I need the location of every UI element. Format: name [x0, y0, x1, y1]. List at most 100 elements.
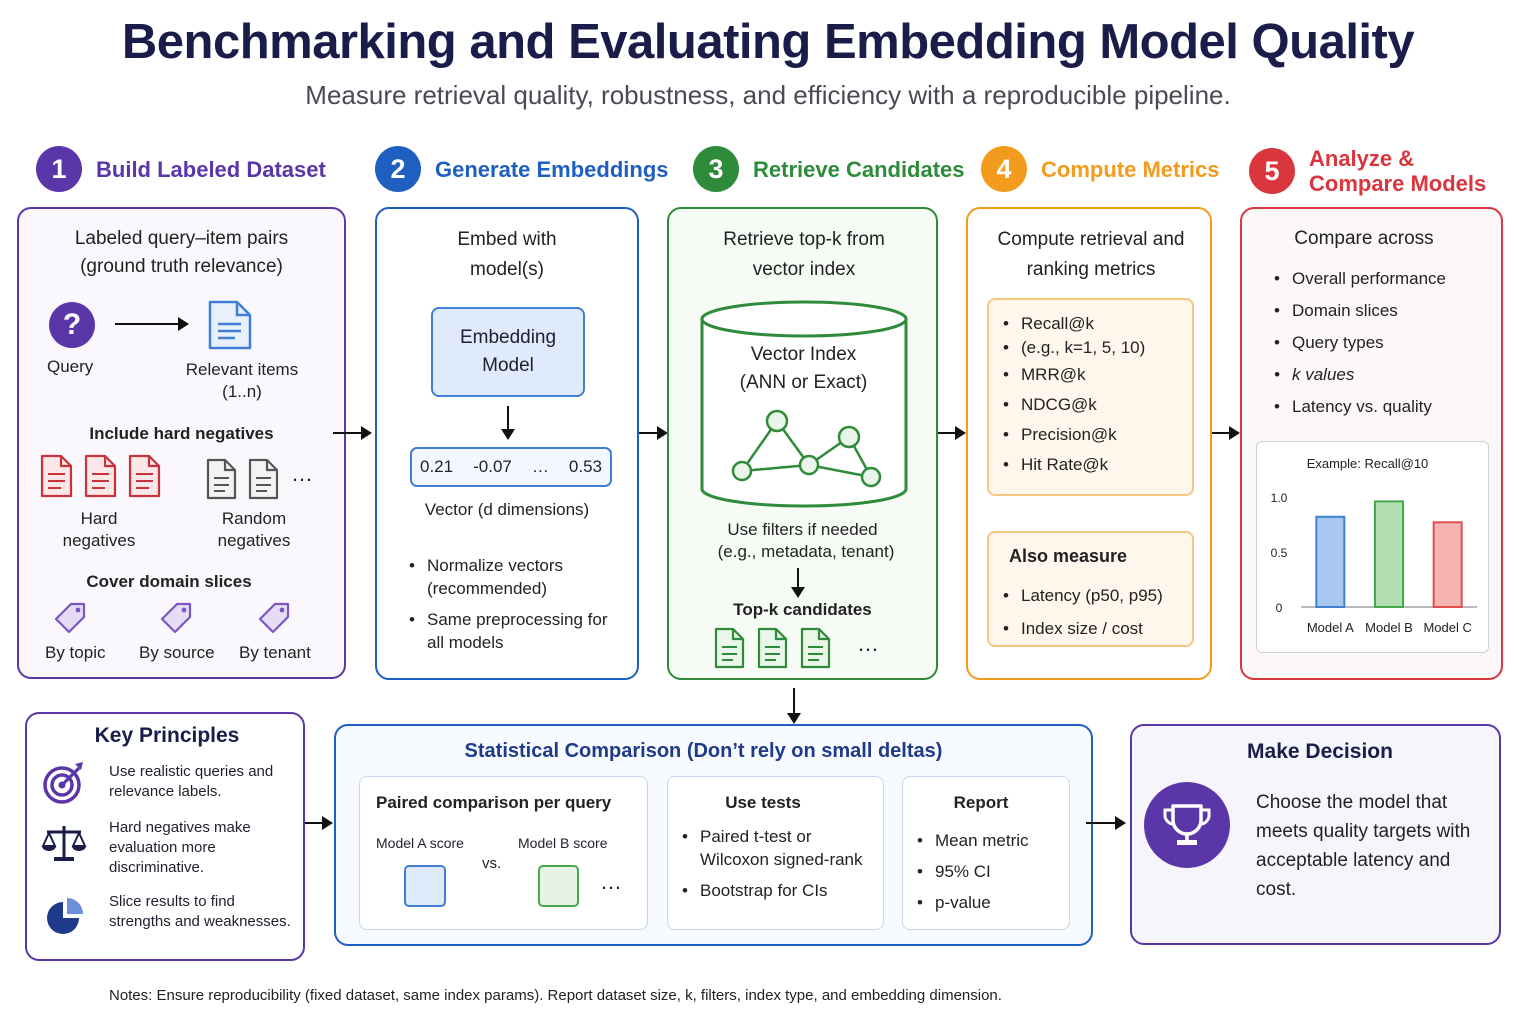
metric-item: MRR@k	[1001, 360, 1186, 390]
trophy-badge	[1144, 782, 1230, 868]
metrics-list-box: Recall@k (e.g., k=1, 5, 10) MRR@k NDCG@k…	[987, 298, 1194, 496]
analyze-card: Compare across Overall performance Domai…	[1240, 207, 1503, 680]
chart-title: Example: Recall@10	[1307, 456, 1429, 471]
make-decision-card: Make Decision Choose the model that meet…	[1130, 724, 1501, 945]
filters-example: (e.g., metadata, tenant)	[717, 542, 895, 561]
random-negative-docs-icon	[206, 458, 279, 500]
tests-heading: Use tests	[725, 793, 801, 812]
relevant-items-label: Relevant items	[185, 360, 299, 379]
vector-index-label: Vector Index (ANN or Exact)	[739, 344, 868, 393]
analyze-item: k values	[1272, 359, 1492, 391]
analyze-item: Latency vs. quality	[1272, 391, 1492, 423]
slice-by-tenant: By tenant	[239, 643, 311, 662]
retrieve-heading: Retrieve top-k from vector index	[723, 229, 885, 280]
decision-heading: Make Decision	[1247, 740, 1393, 763]
embeddings-bullet: Normalize vectors (recommended)	[407, 554, 622, 600]
dataset-subheading: (ground truth relevance)	[80, 256, 283, 277]
dataset-card: Labeled query–item pairs (ground truth r…	[17, 207, 346, 679]
paired-comparison-box: Paired comparison per query Model A scor…	[359, 776, 648, 930]
query-arrow	[115, 317, 189, 331]
trophy-icon	[1163, 804, 1211, 845]
embeddings-heading: Embed with model(s)	[457, 229, 557, 280]
page-subtitle: Measure retrieval quality, robustness, a…	[305, 80, 1231, 110]
decision-text: Choose the model that meets quality targ…	[1256, 792, 1471, 900]
analyze-item: Overall performance	[1272, 263, 1492, 295]
embeddings-bullets: Normalize vectors (recommended) Same pre…	[407, 554, 622, 654]
flow-arrow-4-5	[1201, 426, 1240, 440]
report-box: Report Mean metric 95% CI p-value	[902, 776, 1070, 930]
also-measure-item: Index size / cost	[1001, 612, 1191, 645]
metric-item: NDCG@k	[1001, 390, 1186, 420]
bar	[1374, 500, 1404, 608]
hard-negatives-heading: Include hard negatives	[89, 424, 274, 443]
relevant-items-count: (1..n)	[222, 382, 262, 401]
vector-caption: Vector (d dimensions)	[424, 500, 590, 519]
relevant-document-icon	[208, 300, 252, 350]
x-tick-label: Model A	[1307, 620, 1354, 635]
metric-item: Precision@k	[1001, 420, 1186, 450]
vs-label: vs.	[482, 855, 502, 872]
analyze-list: Overall performance Domain slices Query …	[1272, 263, 1492, 423]
step-1-header: 1 Build Labeled Dataset	[36, 146, 326, 192]
embedding-model-box: Embedding Model	[431, 307, 585, 397]
model-to-vector-arrow	[501, 406, 515, 440]
analyze-item: Domain slices	[1272, 295, 1492, 327]
use-tests-box: Use tests Paired t-test or Wilcoxon sign…	[667, 776, 884, 930]
candidates-label: Top-k candidates	[733, 600, 872, 619]
retrieve-to-stats-arrow	[787, 688, 801, 724]
paired-heading: Paired comparison per query	[376, 793, 612, 812]
metric-item: Hit Rate@k	[1001, 450, 1186, 480]
step-4-header: 4 Compute Metrics	[981, 146, 1219, 192]
step-5-title: Analyze & Compare Models	[1309, 146, 1487, 196]
candidate-docs-icon	[714, 627, 831, 669]
metrics-heading: Compute retrieval and ranking metrics	[997, 229, 1185, 280]
bar	[1432, 521, 1463, 608]
metric-item: Recall@k	[1001, 312, 1186, 336]
principle-text: Hard negatives make evaluation more disc…	[109, 819, 251, 876]
slice-by-topic: By topic	[45, 643, 106, 662]
test-item: Paired t-test or Wilcoxon signed-rank	[680, 825, 878, 871]
flow-arrow-3-4	[928, 426, 966, 440]
analyze-heading: Compare across	[1294, 228, 1434, 249]
step-5-number: 5	[1249, 148, 1295, 194]
step-3-number: 3	[693, 146, 739, 192]
report-item: Mean metric	[915, 825, 1065, 856]
question-icon: ?	[49, 302, 95, 348]
vector-value: 0.53	[568, 457, 602, 476]
tag-icon	[258, 602, 290, 634]
report-item: p-value	[915, 887, 1065, 918]
also-measure-item: Latency (p50, p95)	[1001, 579, 1191, 612]
query-label: Query	[47, 357, 94, 376]
recall-example: (e.g., k=1, 5, 10)	[1001, 336, 1186, 360]
vector-box: 0.21 -0.07 … 0.53	[410, 447, 612, 487]
tests-list: Paired t-test or Wilcoxon signed-rank Bo…	[680, 825, 878, 902]
model-b-score-label: Model B score	[518, 835, 608, 851]
x-tick-label: Model B	[1365, 620, 1413, 635]
step-3-header: 3 Retrieve Candidates	[693, 146, 965, 192]
tag-icon	[160, 602, 192, 634]
step-2-title: Generate Embeddings	[435, 156, 669, 182]
also-measure-box: Also measure Latency (p50, p95) Index si…	[987, 531, 1194, 647]
stats-to-decision-arrow	[1086, 816, 1126, 830]
y-tick-label: 0	[1276, 601, 1283, 615]
vector-value: 0.21	[420, 457, 454, 476]
principles-to-stats-arrow	[305, 816, 333, 830]
metrics-list: Recall@k (e.g., k=1, 5, 10) MRR@k NDCG@k…	[1001, 312, 1186, 480]
domain-slices-heading: Cover domain slices	[86, 572, 252, 591]
page-title: Benchmarking and Evaluating Embedding Mo…	[121, 15, 1415, 69]
step-1-number: 1	[36, 146, 82, 192]
key-principles-heading: Key Principles	[94, 724, 240, 747]
report-heading: Report	[953, 793, 1009, 812]
hard-negatives-label: Hard negatives	[62, 509, 136, 550]
vector-ellipsis: …	[531, 457, 549, 476]
step-1-title: Build Labeled Dataset	[96, 156, 326, 182]
candidates-ellipsis: …	[857, 631, 879, 656]
flow-arrow-2-3	[628, 426, 668, 440]
dataset-heading: Labeled query–item pairs	[74, 228, 289, 249]
retrieve-card: Retrieve top-k from vector index Vector …	[667, 207, 938, 680]
bar	[1315, 515, 1346, 608]
scale-icon	[41, 826, 87, 861]
principle-text: Use realistic queries and relevance labe…	[109, 763, 274, 800]
step-3-title: Retrieve Candidates	[753, 156, 965, 182]
